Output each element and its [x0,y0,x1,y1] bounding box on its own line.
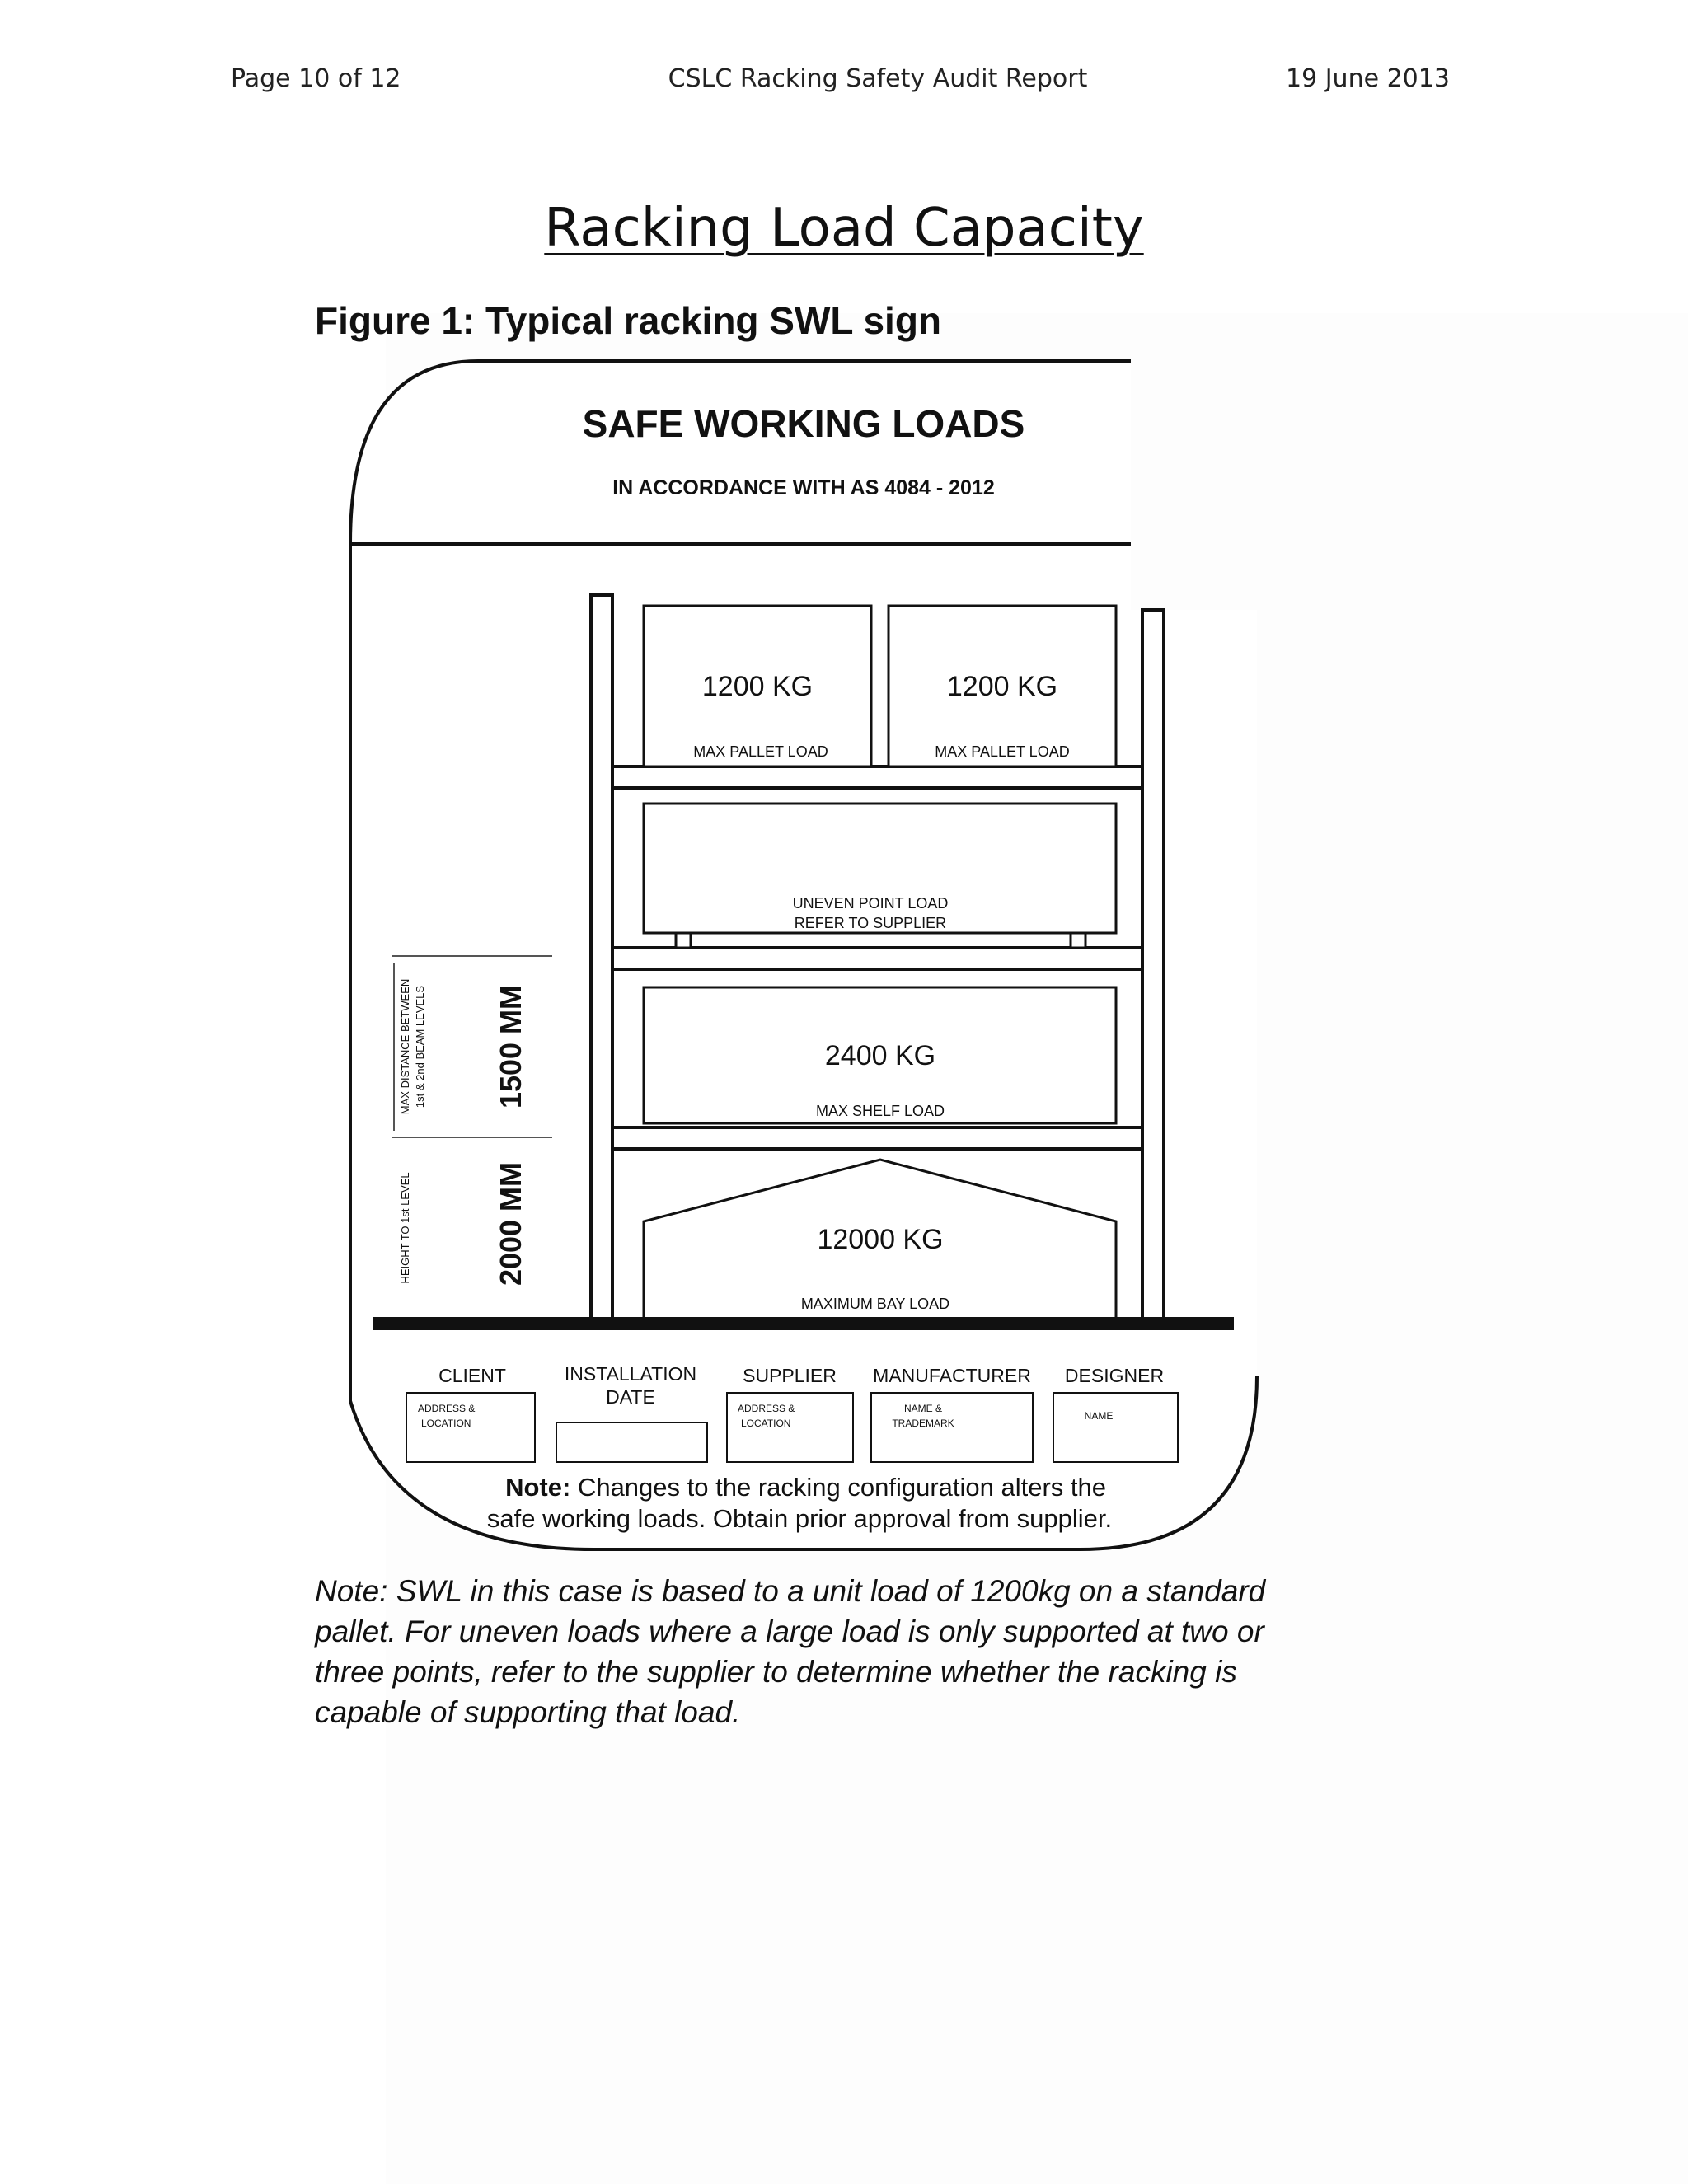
pallet-right [887,604,1118,768]
swl-sign-illustration: SAFE WORKING LOADS IN ACCORDANCE WITH AS… [349,359,1259,1551]
left-upright [589,593,614,1320]
sign-note-text-1: Changes to the racking configuration alt… [570,1473,1106,1502]
field-designer-box [1053,1392,1179,1463]
pallet-left-label: MAX PALLET LOAD [693,743,828,760]
field-client-box [406,1392,536,1463]
sign-note-line-2: safe working loads. Obtain prior approva… [487,1504,1112,1533]
field-supplier-label: SUPPLIER [743,1365,837,1386]
field-supplier-hint-2: LOCATION [741,1418,790,1429]
sign-note-bold: Note: [505,1473,570,1502]
field-manufacturer-label: MANUFACTURER [873,1365,1031,1386]
report-title: CSLC Racking Safety Audit Report [668,64,1088,93]
uneven-label-1: UNEVEN POINT LOAD [793,895,949,912]
point-support-right [1069,931,1087,949]
right-upright [1141,608,1165,1320]
dim-lower-note: HEIGHT TO 1st LEVEL [399,1172,411,1283]
field-designer-label: DESIGNER [1065,1365,1164,1386]
dim-upper-note-1: MAX DISTANCE BETWEEN [399,979,411,1114]
bay-load: 12000 KG [817,1224,943,1255]
bay-load-shape [642,1158,1118,1317]
figure-caption: Figure 1: Typical racking SWL sign [315,299,942,342]
sign-border [349,359,1259,1551]
uneven-load-box [642,802,1118,935]
field-client-label: CLIENT [438,1365,506,1386]
beam-level-3 [611,765,1144,790]
dim-lower-value: 2000 MM [494,1162,528,1286]
page-title: Racking Load Capacity [544,198,1144,259]
field-client-hint-1: ADDRESS & [418,1403,475,1414]
sign-note-line-1: Note: Changes to the racking configurati… [505,1473,1106,1502]
floor-line [373,1317,1234,1330]
page-number: Page 10 of 12 [231,64,401,93]
field-manufacturer-hint-1: NAME & [904,1403,942,1414]
sign-heading: SAFE WORKING LOADS [583,402,1025,445]
point-support-left [674,931,692,949]
pallet-left-load: 1200 KG [702,671,813,702]
sign-subheading: IN ACCORDANCE WITH AS 4084 - 2012 [612,476,995,499]
pallet-right-label: MAX PALLET LOAD [935,743,1069,760]
shelf-label: MAX SHELF LOAD [816,1103,945,1119]
beam-level-1 [611,1126,1144,1151]
dim-upper-note-2: 1st & 2nd BEAM LEVELS [414,986,426,1108]
field-designer-hint: NAME [1085,1410,1114,1422]
pallet-right-load: 1200 KG [947,671,1057,702]
figure-footnote: Note: SWL in this case is based to a uni… [315,1574,1266,1729]
uneven-label-2: REFER TO SUPPLIER [795,915,946,931]
field-installation-label-2: DATE [606,1386,655,1408]
field-installation-label-1: INSTALLATION [565,1363,696,1385]
pallet-left [642,604,873,768]
report-date: 19 June 2013 [1286,64,1450,93]
field-manufacturer-hint-2: TRADEMARK [892,1418,954,1429]
beam-level-2 [611,946,1144,971]
field-installation-box [556,1422,708,1463]
dim-upper-value: 1500 MM [494,985,528,1108]
field-supplier-hint-1: ADDRESS & [738,1403,795,1414]
field-client-hint-2: LOCATION [421,1418,471,1429]
field-supplier-box [726,1392,854,1463]
bay-label: MAXIMUM BAY LOAD [801,1296,950,1312]
shelf-load-box [642,986,1118,1125]
shelf-load: 2400 KG [825,1040,935,1071]
field-manufacturer-box [870,1392,1034,1463]
